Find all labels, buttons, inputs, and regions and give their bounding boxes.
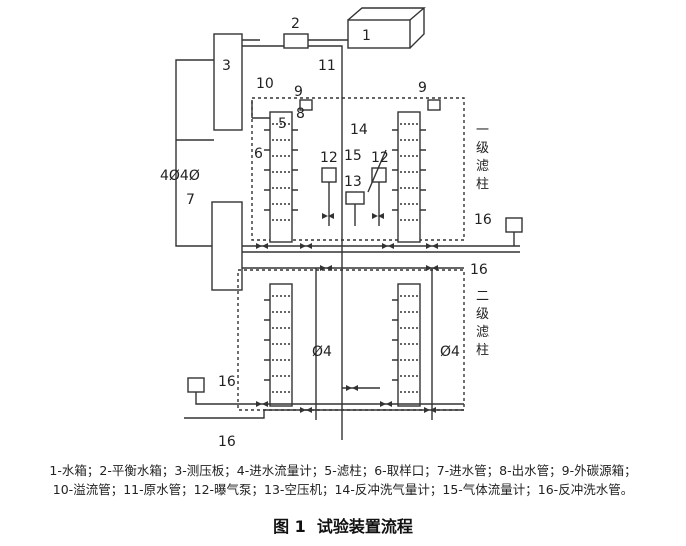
air-lines xyxy=(328,149,387,226)
aeration-pump-left xyxy=(321,167,337,183)
backwash-tank-left xyxy=(187,377,205,393)
stage2-label-3: 滤 xyxy=(476,325,489,340)
stage1-label-1: 一 xyxy=(476,123,489,138)
label-pressure-plate: 3 xyxy=(222,58,231,74)
stage2-label-2: 级 xyxy=(476,307,489,322)
label-backwash-pipe-c: 16 xyxy=(218,374,236,390)
label-raw-water-pipe: 11 xyxy=(318,58,336,74)
balance-water-tank xyxy=(283,33,309,49)
stage1-zone xyxy=(251,97,465,241)
label-backwash-pipe-d: 16 xyxy=(218,434,236,450)
label-gas-meter: 15 xyxy=(344,148,362,164)
label-water-tank: 1 xyxy=(362,28,371,44)
label-flowmeter-lower-left: Ø4 xyxy=(312,344,332,360)
label-aeration-pump-left: 12 xyxy=(320,150,338,166)
label-overflow-pipe: 10 xyxy=(256,76,274,92)
valves xyxy=(256,213,438,413)
label-filter-column: 5 xyxy=(278,116,287,132)
caption-number: 图 1 xyxy=(273,517,306,536)
inlet-pipe-board xyxy=(211,201,243,291)
carbon-source-tank-right xyxy=(427,99,441,111)
legend-line-2: 10-溢流管；11-原水管；12-曝气泵；13-空压机；14-反冲洗气量计；15… xyxy=(52,482,634,497)
caption-title: 试验装置流程 xyxy=(316,517,413,536)
stage1-label-2: 级 xyxy=(476,141,489,156)
filter-column-s2-right xyxy=(392,283,421,407)
stage1-label-3: 滤 xyxy=(476,159,489,174)
label-sampling-port: 6 xyxy=(254,146,263,162)
figure-caption: 图 1 试验装置流程 xyxy=(0,513,686,537)
legend-line-1: 1-水箱；2-平衡水箱；3-测压板；4-进水流量计；5-滤柱；6-取样口；7-进… xyxy=(49,463,637,478)
left-riser-pipe xyxy=(175,59,214,247)
stage2-zone xyxy=(237,269,465,411)
label-carbon-tank-left: 9 xyxy=(294,84,303,100)
filter-column-s1-right xyxy=(392,111,426,243)
backwash-tank-right xyxy=(505,217,523,233)
filter-column-s1-left xyxy=(264,111,298,243)
stage1-outlet-header xyxy=(242,245,520,253)
label-air-compressor: 13 xyxy=(344,174,362,190)
filter-column-s2-left xyxy=(264,283,293,407)
label-flowmeter-pair: 4Ø4Ø xyxy=(160,168,200,184)
stage2-label-4: 柱 xyxy=(476,343,489,358)
label-flowmeter-lower-right: Ø4 xyxy=(440,344,460,360)
label-carbon-tank-right: 9 xyxy=(418,80,427,96)
label-backwash-pipe-b: 16 xyxy=(470,262,488,278)
balance-pipes xyxy=(242,45,343,440)
air-compressor xyxy=(345,191,365,205)
process-flow-diagram: 1 2 3 10 11 9 9 8 5 6 12 12 13 14 15 4Ø4… xyxy=(160,7,523,450)
label-outlet-pipe: 8 xyxy=(296,106,305,122)
aeration-pump-right xyxy=(371,167,387,183)
carbon-source-tank-left xyxy=(299,99,313,111)
stage2-label-1: 二 xyxy=(476,289,489,304)
label-backwash-meter: 14 xyxy=(350,122,368,138)
label-backwash-pipe-a: 16 xyxy=(474,212,492,228)
label-inlet-pipe: 7 xyxy=(186,192,195,208)
water-tank xyxy=(347,7,426,49)
bottom-backwash-pipe xyxy=(184,392,464,419)
label-aeration-pump-right: 12 xyxy=(371,150,389,166)
stage1-label-4: 柱 xyxy=(476,177,489,192)
overflow-pipe xyxy=(251,100,270,119)
pressure-measuring-board xyxy=(213,33,243,131)
stage2-risers xyxy=(315,268,433,420)
label-balance-tank: 2 xyxy=(291,16,300,32)
